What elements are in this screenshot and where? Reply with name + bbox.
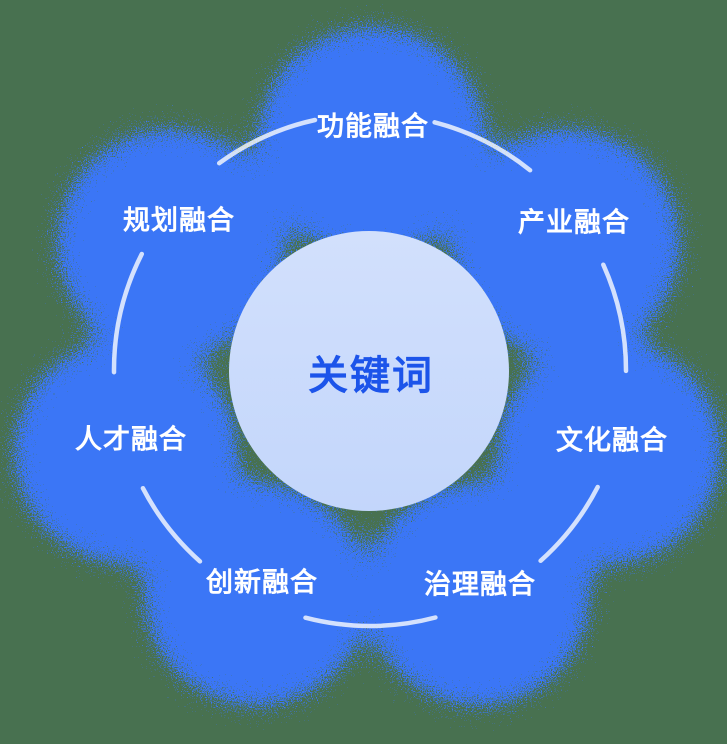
petal-circle-culture-fusion: [497, 340, 721, 564]
arc-top-right: [432, 120, 533, 173]
arc-left-lower: [140, 485, 203, 564]
petal-blob-group: [14, 27, 721, 706]
petal-label-industry-fusion: 产业融合: [518, 207, 630, 238]
center-circle: [229, 231, 509, 511]
petal-label-function-fusion: 功能融合: [317, 111, 429, 142]
petal-circle-innovation-fusion: [144, 482, 368, 706]
arc-top-left: [216, 117, 318, 166]
petal-circle-industry-fusion: [452, 129, 680, 357]
petal-label-innovation-fusion: 创新融合: [206, 567, 318, 598]
petal-circle-planning-fusion: [57, 129, 285, 357]
petal-label-culture-fusion: 文化融合: [556, 425, 668, 456]
petal-label-talent-fusion: 人才融合: [75, 424, 187, 455]
petal-label-governance-fusion: 治理融合: [424, 569, 536, 600]
arc-left-upper: [111, 251, 145, 375]
center-keyword-label: 关键词: [308, 354, 434, 398]
arc-bottom: [303, 615, 438, 629]
arc-right-lower: [538, 484, 600, 564]
petal-circle-function-fusion: [258, 27, 486, 255]
petal-circle-talent-fusion: [14, 340, 238, 564]
petal-circle-governance-fusion: [366, 482, 590, 706]
arc-right-upper: [601, 262, 629, 374]
petal-label-planning-fusion: 规划融合: [123, 205, 235, 236]
connector-arcs: [111, 117, 629, 629]
